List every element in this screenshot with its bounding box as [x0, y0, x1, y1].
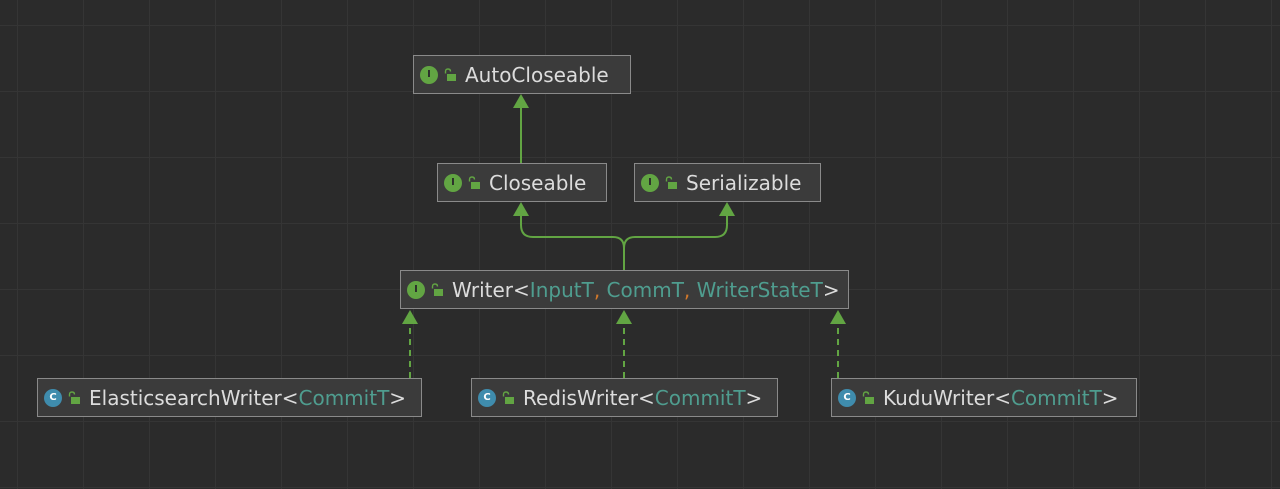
- unlocked-icon: [862, 390, 874, 404]
- node-rediswriter[interactable]: C RedisWriter<CommitT>: [471, 378, 778, 417]
- type-name: KuduWriter: [883, 385, 995, 410]
- node-elasticsearchwriter[interactable]: C ElasticsearchWriter<CommitT>: [37, 378, 422, 417]
- type-param-committ: CommitT: [1010, 385, 1102, 410]
- unlocked-icon: [665, 175, 677, 189]
- unlocked-icon: [468, 175, 480, 189]
- type-param-committ: CommitT: [298, 385, 390, 410]
- node-autocloseable[interactable]: I AutoCloseable: [413, 55, 631, 94]
- angle-close: >: [822, 277, 840, 302]
- edge-writer-closeable: [520, 216, 625, 270]
- angle-open: <: [994, 385, 1011, 410]
- angle-close: >: [389, 385, 407, 410]
- node-closeable[interactable]: I Closeable: [437, 163, 607, 202]
- type-name: ElasticsearchWriter: [89, 385, 282, 410]
- node-label: ElasticsearchWriter<CommitT>: [89, 386, 406, 410]
- unlocked-icon: [502, 390, 514, 404]
- angle-close: >: [745, 385, 763, 410]
- type-name: Writer: [452, 277, 514, 302]
- node-writer[interactable]: I Writer<InputT, CommT, WriterStateT>: [400, 270, 849, 309]
- angle-close: >: [1101, 385, 1119, 410]
- interface-icon: I: [407, 280, 425, 299]
- class-icon: C: [838, 388, 856, 407]
- edge-writer-serializable: [623, 216, 728, 249]
- class-icon: C: [44, 388, 62, 407]
- arrowhead-closeable: [513, 202, 529, 216]
- arrowhead-writer-left: [402, 310, 418, 324]
- type-param-commt: CommT: [606, 277, 684, 302]
- type-param-committ: CommitT: [654, 385, 746, 410]
- param-separator: ,: [683, 277, 691, 302]
- angle-open: <: [513, 277, 530, 302]
- class-icon: C: [478, 388, 496, 407]
- interface-icon: I: [420, 65, 438, 84]
- node-label: Serializable: [686, 170, 802, 195]
- param-separator: ,: [593, 277, 601, 302]
- arrowhead-writer-right: [830, 310, 846, 324]
- node-label: Writer<InputT, CommT, WriterStateT>: [452, 278, 840, 302]
- node-label: RedisWriter<CommitT>: [523, 386, 762, 410]
- node-label: KuduWriter<CommitT>: [883, 386, 1119, 410]
- unlocked-icon: [68, 390, 80, 404]
- type-name: RedisWriter: [523, 385, 638, 410]
- arrowhead-writer-center: [616, 310, 632, 324]
- node-kuduwriter[interactable]: C KuduWriter<CommitT>: [831, 378, 1137, 417]
- unlocked-icon: [431, 282, 443, 296]
- interface-icon: I: [444, 173, 462, 192]
- type-param-inputt: InputT: [529, 277, 594, 302]
- node-serializable[interactable]: I Serializable: [634, 163, 821, 202]
- angle-open: <: [638, 385, 655, 410]
- node-label: Closeable: [489, 170, 587, 195]
- angle-open: <: [281, 385, 299, 410]
- node-label: AutoCloseable: [465, 62, 609, 87]
- interface-icon: I: [641, 173, 659, 192]
- arrowhead-autocloseable: [513, 94, 529, 108]
- arrowhead-serializable: [719, 202, 735, 216]
- unlocked-icon: [444, 67, 456, 81]
- type-param-writerstatet: WriterStateT: [696, 277, 823, 302]
